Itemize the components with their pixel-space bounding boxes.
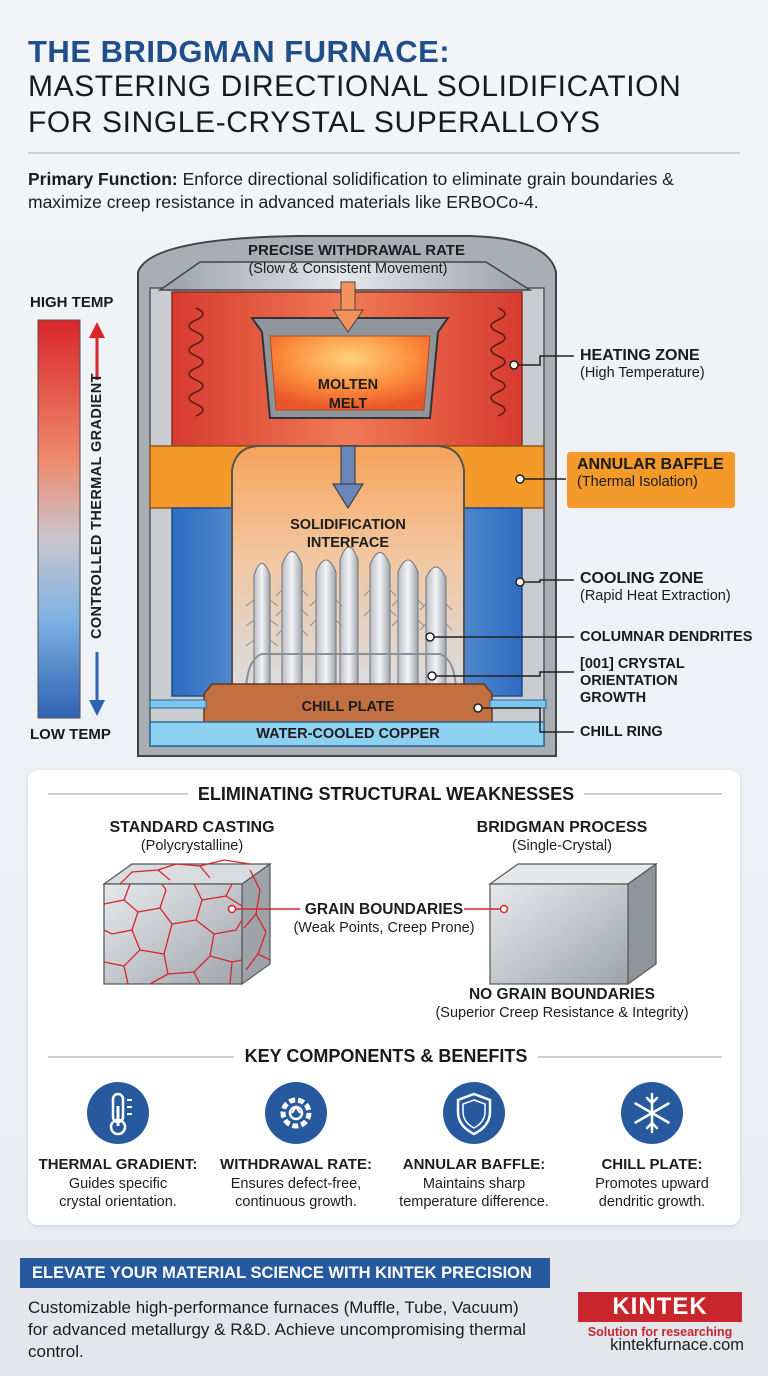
interface-line-2: INTERFACE: [306, 535, 390, 551]
annular-baffle-title: ANNULAR BAFFLE: [577, 456, 724, 473]
thermometer-icon: [87, 1082, 149, 1144]
orientation-line-1: [001] CRYSTAL: [580, 656, 685, 672]
leader-lines: [430, 355, 574, 733]
leader-dots: [425, 360, 525, 713]
interface-line-1: SOLIDIFICATION: [290, 517, 406, 533]
logo-tagline: Solution for researching: [587, 1325, 733, 1339]
intro-paragraph: Primary Function: Enforce directional so…: [28, 168, 744, 214]
weakness-divider-right: [584, 793, 722, 795]
grain-boundary-lines: [103, 859, 271, 985]
title-line-2: MASTERING DIRECTIONAL SOLIDIFICATION: [28, 70, 682, 103]
weakness-divider-left: [48, 793, 188, 795]
no-grain-boundaries-subtitle: (Superior Creep Resistance & Integrity): [435, 1005, 689, 1021]
gradient-axis-label: CONTROLLED THERMAL GRADIENT: [89, 373, 105, 639]
cooling-zone-label: COOLING ZONE (Rapid Heat Extraction): [580, 570, 731, 604]
standard-casting-title: STANDARD CASTING: [109, 819, 275, 836]
withdrawal-subtitle: (Slow & Consistent Movement): [248, 261, 448, 277]
benefit-desc-line: dendritic growth.: [598, 1194, 706, 1210]
benefit-desc-line: Guides specific: [68, 1176, 168, 1192]
grain-dot-right: [499, 904, 509, 914]
benefit-title-withdrawal-rate: WITHDRAWAL RATE:: [220, 1156, 372, 1173]
snowflake-icon: [621, 1082, 683, 1144]
benefit-desc-thermal-gradient: Guides specific crystal orientation.: [28, 1175, 208, 1211]
title-line-3: FOR SINGLE-CRYSTAL SUPERALLOYS: [28, 106, 601, 139]
intro-label: Primary Function:: [28, 169, 178, 189]
up-arrow-icon: [89, 322, 105, 380]
water-copper-label: WATER-COOLED COPPER: [256, 726, 440, 742]
benefit-desc-line: temperature difference.: [399, 1194, 549, 1210]
website-link[interactable]: kintekfurnace.com: [610, 1336, 744, 1354]
benefit-title-thermal-gradient: THERMAL GRADIENT:: [38, 1156, 198, 1173]
columnar-dendrites-label: COLUMNAR DENDRITES: [580, 629, 753, 645]
benefit-desc-withdrawal-rate: Ensures defect-free, continuous growth.: [206, 1175, 386, 1211]
benefit-icons: [87, 1082, 683, 1144]
title-line-1: THE BRIDGMAN FURNACE:: [28, 34, 451, 69]
benefits-divider-left: [48, 1056, 234, 1058]
benefit-desc-line: Maintains sharp: [422, 1176, 526, 1192]
chill-plate-label: CHILL PLATE: [301, 699, 395, 715]
benefit-desc-line: crystal orientation.: [59, 1194, 177, 1210]
benefit-desc-line: continuous growth.: [235, 1194, 357, 1210]
standard-casting-subtitle: (Polycrystalline): [140, 838, 244, 854]
benefit-desc-annular-baffle: Maintains sharp temperature difference.: [384, 1175, 564, 1211]
solidification-arrow-icon: [332, 445, 364, 509]
heating-coil-right: [490, 307, 506, 417]
single-crystal-block: [488, 862, 658, 986]
withdrawal-title: PRECISE WITHDRAWAL RATE: [248, 242, 465, 259]
cooling-zone-subtitle: (Rapid Heat Extraction): [580, 588, 731, 604]
chill-ring-right: [489, 699, 547, 709]
furnace-lid: [157, 261, 533, 291]
crystal-orientation-label: [001] CRYSTAL ORIENTATION GROWTH: [580, 656, 685, 707]
bridgman-process-subtitle: (Single-Crystal): [512, 838, 612, 854]
benefit-desc-line: Ensures defect-free,: [230, 1176, 362, 1192]
heating-coil-left: [188, 307, 204, 417]
grain-boundaries-subtitle: (Weak Points, Creep Prone): [293, 920, 475, 936]
high-temp-label: HIGH TEMP: [30, 294, 114, 311]
grain-dot-left: [227, 904, 237, 914]
annular-baffle-callout: ANNULAR BAFFLE (Thermal Isolation): [567, 452, 735, 508]
down-arrow-icon: [89, 652, 105, 716]
columnar-dendrites: [245, 546, 457, 695]
chill-ring-label: CHILL RING: [580, 724, 663, 740]
heating-zone-subtitle: (High Temperature): [580, 365, 705, 381]
low-temp-label: LOW TEMP: [30, 726, 111, 743]
benefits-divider-right: [538, 1056, 722, 1058]
heating-zone-title: HEATING ZONE: [580, 347, 700, 364]
annular-baffle-subtitle: (Thermal Isolation): [577, 474, 698, 490]
molten-melt: [269, 335, 431, 411]
shield-icon: [443, 1082, 505, 1144]
benefits-title: KEY COMPONENTS & BENEFITS: [244, 1046, 528, 1066]
benefit-title-chill-plate: CHILL PLATE:: [601, 1156, 703, 1173]
chill-ring-left: [149, 699, 207, 709]
kintek-logo[interactable]: KINTEK: [578, 1292, 742, 1322]
bridgman-process-title: BRIDGMAN PROCESS: [476, 819, 648, 836]
cta-banner[interactable]: ELEVATE YOUR MATERIAL SCIENCE WITH KINTE…: [20, 1258, 550, 1288]
melt-line-2: MELT: [328, 396, 368, 412]
cooling-zone-title: COOLING ZONE: [580, 570, 704, 587]
polycrystal-block: [102, 859, 272, 986]
footer-text: Customizable high-performance furnaces (…: [28, 1298, 526, 1361]
melt-line-1: MOLTEN: [317, 377, 379, 393]
water-cooled-copper: [149, 721, 545, 747]
benefit-desc-chill-plate: Promotes upward dendritic growth.: [562, 1175, 742, 1211]
orientation-line-2: ORIENTATION: [580, 673, 678, 689]
grain-boundaries-title: GRAIN BOUNDARIES: [304, 901, 464, 918]
benefit-title-annular-baffle: ANNULAR BAFFLE:: [402, 1156, 546, 1173]
no-grain-boundaries-title: NO GRAIN BOUNDARIES: [468, 986, 655, 1003]
heating-zone-label: HEATING ZONE (High Temperature): [580, 347, 705, 381]
benefit-desc-line: Promotes upward: [595, 1176, 709, 1192]
weakness-title: ELIMINATING STRUCTURAL WEAKNESSES: [197, 784, 575, 804]
crystal-comparison: [102, 859, 658, 986]
thermal-gradient-bar: [37, 319, 81, 719]
withdrawal-arrow-icon: [332, 281, 364, 333]
weakness-card: [28, 770, 740, 1225]
molten-melt-label: MOLTEN MELT: [290, 376, 406, 414]
orientation-line-3: GROWTH: [580, 690, 647, 706]
gear-icon: [265, 1082, 327, 1144]
furnace-diagram: [37, 235, 574, 757]
title-divider: [28, 152, 740, 154]
interface-label: SOLIDIFICATION INTERFACE: [262, 516, 434, 552]
intro-text: Enforce directional solidification to el…: [28, 169, 674, 212]
